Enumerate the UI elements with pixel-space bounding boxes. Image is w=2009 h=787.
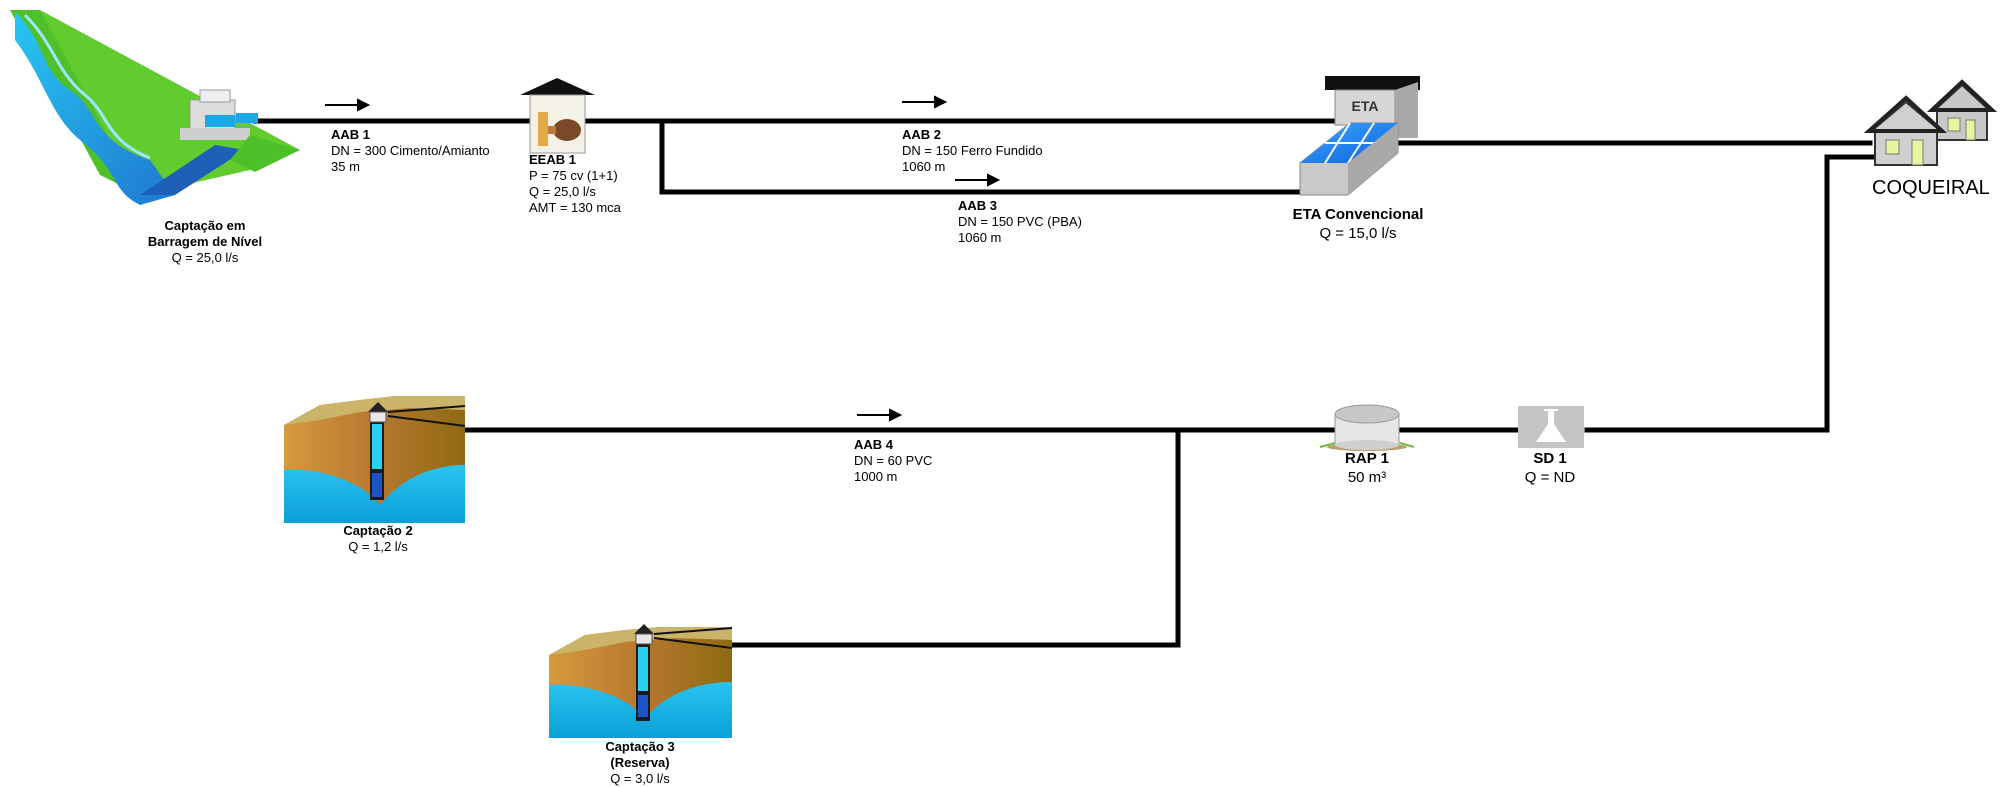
captacao3-flow: Q = 3,0 l/s [610,771,670,786]
aab4-dn: DN = 60 PVC [854,453,933,468]
captacao3-label: Captação 3 (Reserva) Q = 3,0 l/s [580,739,700,787]
pipe-distribution [1584,154,1878,433]
treatment-plant-icon: ETA [1299,76,1420,196]
coqueiral-label: COQUEIRAL [1872,176,1990,200]
arrow-icon [857,408,903,422]
sd1-label: SD 1 Q = ND [1500,449,1600,487]
aab3-dn: DN = 150 PVC (PBA) [958,214,1082,229]
pipe-captacao3 [722,427,1181,648]
aab2-length: 1060 m [902,159,946,174]
aab2-title: AAB 2 [902,127,942,142]
aab1-dn: DN = 300 Cimento/Amianto [331,143,490,158]
eeab1-label: EEAB 1 P = 75 cv (1+1) Q = 25,0 l/s AMT … [529,152,621,216]
captacao2-label: Captação 2 Q = 1,2 l/s [318,523,438,555]
captacao1-title-line2: Barragem de Nível [147,234,263,249]
eta-label: ETA Convencional Q = 15,0 l/s [1268,205,1448,243]
eeab1-amt: AMT = 130 mca [529,200,621,215]
aab3-length: 1060 m [958,230,1002,245]
eeab1-title: EEAB 1 [529,152,576,167]
pipe-aab3 [659,118,1303,195]
captacao1-label: Captação em Barragem de Nível Q = 25,0 l… [120,218,290,266]
rap1-title: RAP 1 [1345,450,1389,467]
coqueiral-title: COQUEIRAL [1872,177,1990,199]
aab1-length: 35 m [331,159,360,174]
dam-icon [10,10,300,205]
eeab1-power: P = 75 cv (1+1) [529,168,618,183]
sd1-flow: Q = ND [1524,469,1576,486]
sd1-title: SD 1 [1533,450,1567,467]
houses-icon [1863,79,1998,166]
aab3-label: AAB 3 DN = 150 PVC (PBA) 1060 m [958,198,1082,246]
captacao1-flow: Q = 25,0 l/s [171,250,239,265]
aab2-dn: DN = 150 Ferro Fundido [902,143,1043,158]
pipelines [252,118,1878,648]
flow-arrows [325,95,1001,422]
aab3-title: AAB 3 [958,198,998,213]
captacao3-title-line1: Captação 3 [605,739,675,754]
aab4-length: 1000 m [854,469,898,484]
well-icon [549,624,733,738]
eta-title: ETA Convencional [1292,206,1424,223]
arrow-icon [955,173,1001,187]
rap1-volume: 50 m³ [1347,469,1387,486]
captacao1-title-line1: Captação em [164,218,246,233]
pump-station-icon [520,78,595,154]
aab1-title: AAB 1 [331,127,371,142]
aab4-label: AAB 4 DN = 60 PVC 1000 m [854,437,932,485]
rap1-label: RAP 1 50 m³ [1317,449,1417,487]
eta-flow: Q = 15,0 l/s [1319,225,1397,242]
eeab1-flow: Q = 25,0 l/s [529,184,596,199]
reservoir-icon [1319,404,1415,451]
flask-icon [1518,406,1584,448]
captacao3-title-line2: (Reserva) [610,755,670,770]
captacao2-title: Captação 2 [343,523,413,538]
eta-sign: ETA [1352,98,1379,114]
well-icon [284,396,466,523]
arrow-icon [902,95,948,109]
aab2-label: AAB 2 DN = 150 Ferro Fundido 1060 m [902,127,1043,175]
captacao2-flow: Q = 1,2 l/s [348,539,408,554]
aab4-title: AAB 4 [854,437,894,452]
aab1-label: AAB 1 DN = 300 Cimento/Amianto 35 m [331,127,490,175]
arrow-icon [325,98,371,112]
